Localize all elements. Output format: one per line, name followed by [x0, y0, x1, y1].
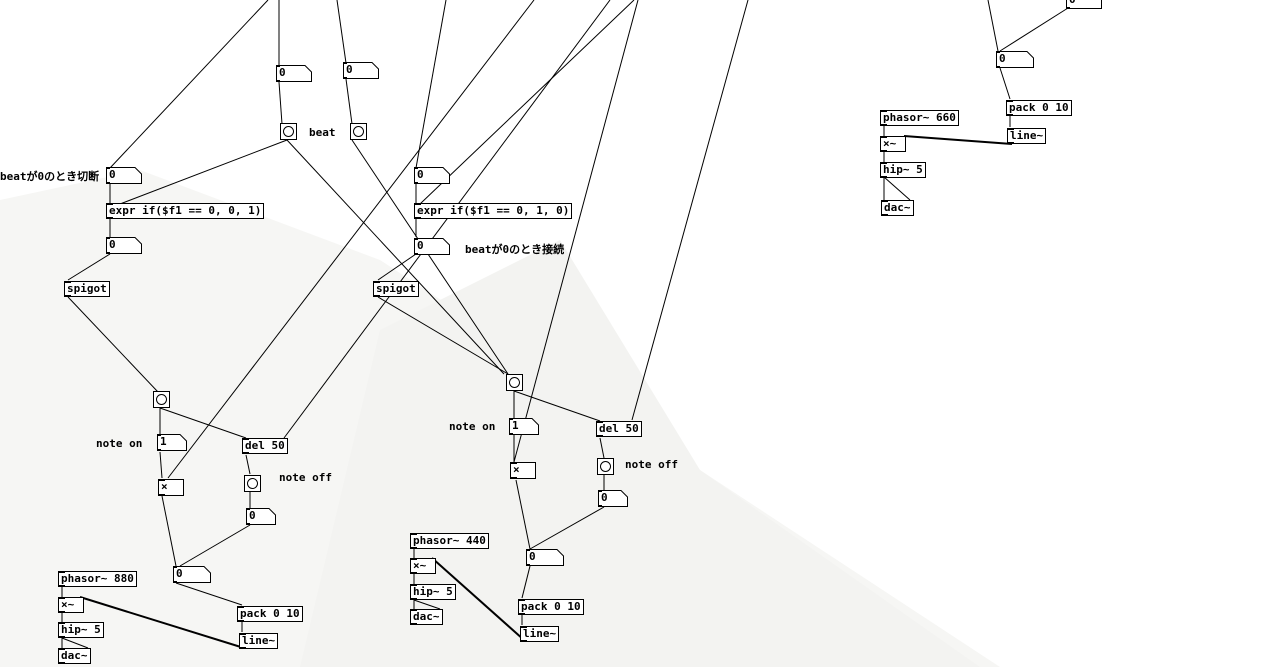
delay-object[interactable]: del 50: [596, 421, 642, 437]
pack-object[interactable]: pack 0 10: [518, 599, 584, 615]
patch-cord: [109, 0, 269, 169]
number-box[interactable]: 0: [414, 167, 450, 184]
patch-cord: [599, 437, 605, 459]
patch-cord: [336, 0, 347, 64]
signal-cord: [431, 557, 525, 641]
number-box[interactable]: 1: [509, 418, 539, 435]
patch-cord: [521, 565, 531, 599]
patch-cord: [159, 407, 247, 439]
patch-cord: [513, 390, 601, 422]
comment-note-off: note off: [625, 458, 678, 471]
bang-button[interactable]: [280, 123, 297, 140]
phasor-object[interactable]: phasor~ 440: [410, 533, 489, 549]
number-box[interactable]: 0: [343, 62, 379, 79]
patch-cord: [245, 454, 251, 475]
patch-cord: [999, 7, 1069, 52]
patch-cord: [351, 139, 509, 375]
number-box[interactable]: 0: [414, 238, 450, 255]
spigot-object[interactable]: spigot: [63, 281, 110, 297]
bang-button[interactable]: [597, 458, 614, 475]
patch-cord: [159, 451, 163, 479]
patch-cord: [377, 296, 509, 375]
number-box[interactable]: 0: [276, 65, 312, 82]
number-box[interactable]: 0: [106, 167, 142, 184]
patch-cord: [161, 495, 177, 567]
signal-cord: [79, 596, 245, 649]
number-box[interactable]: 0: [598, 490, 628, 507]
patch-cord: [67, 253, 111, 281]
patch-cord: [179, 524, 251, 567]
patch-cord: [286, 139, 505, 375]
signal-multiply-object[interactable]: ×~: [58, 597, 84, 613]
patch-cord: [515, 479, 531, 550]
comment-note-on: note on: [449, 420, 496, 433]
phasor-object[interactable]: phasor~ 660: [880, 110, 959, 126]
bang-button[interactable]: [153, 391, 170, 408]
bang-button[interactable]: [506, 374, 523, 391]
patch-cord: [345, 78, 353, 125]
spigot-object[interactable]: spigot: [373, 281, 419, 297]
hip-object[interactable]: hip~ 5: [880, 162, 926, 178]
patch-cord: [419, 0, 635, 205]
patch-cord: [167, 0, 535, 479]
bang-button[interactable]: [244, 475, 261, 492]
bang-button[interactable]: [350, 123, 367, 140]
comment-beat: beat: [309, 126, 336, 139]
phasor-object[interactable]: phasor~ 880: [58, 571, 137, 587]
line-object[interactable]: line~: [520, 626, 560, 642]
number-box[interactable]: 0: [526, 549, 564, 566]
number-box[interactable]: 0: [173, 566, 211, 583]
patch-cord: [513, 0, 639, 463]
comment-connect: beatが0のとき接続: [465, 243, 565, 256]
hip-object[interactable]: hip~ 5: [410, 584, 456, 600]
patch-cord: [377, 253, 417, 281]
signal-cord: [903, 135, 1013, 145]
bg-shape: [300, 240, 980, 667]
comment-note-on: note on: [96, 437, 143, 450]
patch-cord: [283, 0, 611, 439]
expr-object[interactable]: expr if($f1 == 0, 1, 0): [414, 203, 573, 219]
pack-object[interactable]: pack 0 10: [1006, 100, 1072, 116]
number-box[interactable]: 0: [1066, 0, 1102, 9]
number-box[interactable]: 1: [157, 434, 187, 451]
comment-cut: beatが0のとき切断: [0, 170, 100, 183]
multiply-object[interactable]: ×: [158, 479, 184, 496]
line-object[interactable]: line~: [1007, 128, 1047, 144]
number-box[interactable]: 0: [996, 51, 1034, 68]
patch-cord: [413, 599, 441, 610]
hip-object[interactable]: hip~ 5: [58, 622, 104, 638]
number-box[interactable]: 0: [246, 508, 276, 525]
dac-object[interactable]: dac~: [881, 200, 914, 216]
patch-cord: [67, 296, 159, 393]
number-box[interactable]: 0: [106, 237, 142, 254]
signal-multiply-object[interactable]: ×~: [410, 558, 436, 574]
patch-cord: [61, 637, 89, 649]
patch-cord: [987, 0, 999, 52]
patch-cord: [631, 0, 749, 421]
signal-multiply-object[interactable]: ×~: [880, 136, 906, 152]
patch-cord: [175, 582, 243, 606]
multiply-object[interactable]: ×: [510, 462, 536, 479]
patch-cord: [883, 176, 911, 201]
delay-object[interactable]: del 50: [242, 438, 288, 454]
patch-cord: [529, 506, 605, 550]
dac-object[interactable]: dac~: [410, 609, 443, 625]
patch-cord: [119, 139, 288, 205]
patch-cord: [999, 67, 1011, 100]
dac-object[interactable]: dac~: [58, 648, 91, 664]
comment-note-off: note off: [279, 471, 332, 484]
patch-cord: [278, 81, 283, 125]
expr-object[interactable]: expr if($f1 == 0, 0, 1): [106, 203, 265, 219]
pack-object[interactable]: pack 0 10: [237, 606, 303, 622]
patch-cord: [415, 0, 447, 169]
line-object[interactable]: line~: [239, 633, 279, 649]
